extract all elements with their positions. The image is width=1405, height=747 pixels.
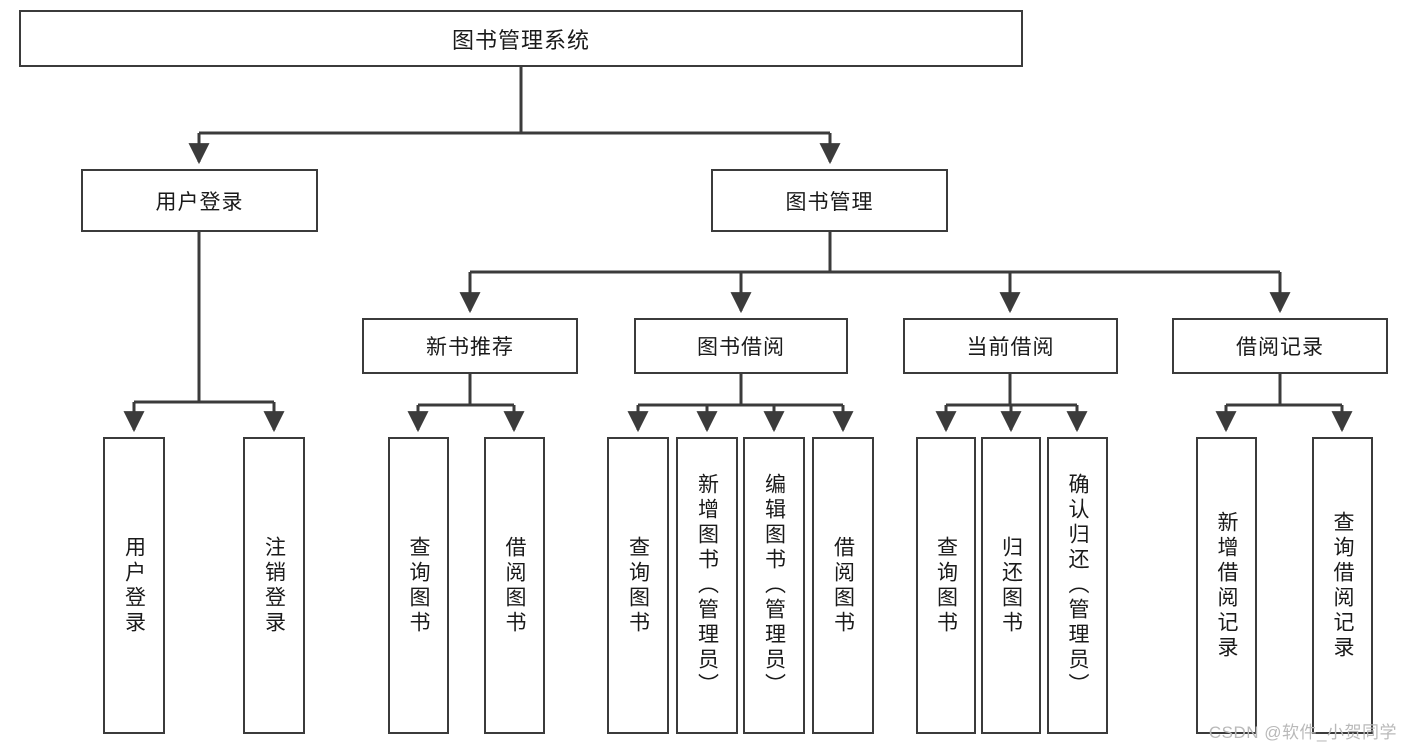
leaf-node[interactable]: 编辑图书（管理员）	[743, 437, 805, 734]
leaf-label: 注销登录	[262, 535, 286, 636]
node-book-borrow[interactable]: 图书借阅	[634, 318, 848, 374]
leaf-label: 查询图书	[626, 535, 650, 636]
leaf-node[interactable]: 新增图书（管理员）	[676, 437, 738, 734]
leaf-node[interactable]: 查询图书	[388, 437, 449, 734]
leaf-node[interactable]: 用户登录	[103, 437, 165, 734]
node-user-login[interactable]: 用户登录	[81, 169, 318, 232]
csdn-watermark: CSDN @软件_小贺同学	[1208, 723, 1397, 742]
node-borrow-records[interactable]: 借阅记录	[1172, 318, 1388, 374]
leaf-label: 借阅图书	[831, 535, 855, 636]
leaf-label: 归还图书	[999, 535, 1023, 636]
leaf-node[interactable]: 借阅图书	[484, 437, 545, 734]
leaf-label: 借阅图书	[503, 535, 526, 636]
leaf-node[interactable]: 新增借阅记录	[1196, 437, 1257, 734]
leaf-label: 查询图书	[407, 535, 430, 636]
leaf-label: 新增借阅记录	[1215, 510, 1238, 661]
leaf-label: 用户登录	[122, 535, 146, 636]
node-current-borrow[interactable]: 当前借阅	[903, 318, 1118, 374]
leaf-node[interactable]: 查询图书	[916, 437, 976, 734]
leaf-node[interactable]: 注销登录	[243, 437, 305, 734]
node-new-book-recommend[interactable]: 新书推荐	[362, 318, 578, 374]
node-root-system[interactable]: 图书管理系统	[19, 10, 1023, 67]
leaf-label: 新增图书（管理员）	[695, 473, 719, 698]
leaf-label: 查询借阅记录	[1331, 510, 1354, 661]
leaf-label: 确认归还（管理员）	[1066, 473, 1089, 698]
leaf-label: 查询图书	[934, 535, 958, 636]
leaf-node[interactable]: 确认归还（管理员）	[1047, 437, 1108, 734]
leaf-label: 编辑图书（管理员）	[762, 473, 786, 698]
leaf-node[interactable]: 查询图书	[607, 437, 669, 734]
leaf-node[interactable]: 借阅图书	[812, 437, 874, 734]
leaf-node[interactable]: 查询借阅记录	[1312, 437, 1373, 734]
node-book-management[interactable]: 图书管理	[711, 169, 948, 232]
leaf-node[interactable]: 归还图书	[981, 437, 1041, 734]
